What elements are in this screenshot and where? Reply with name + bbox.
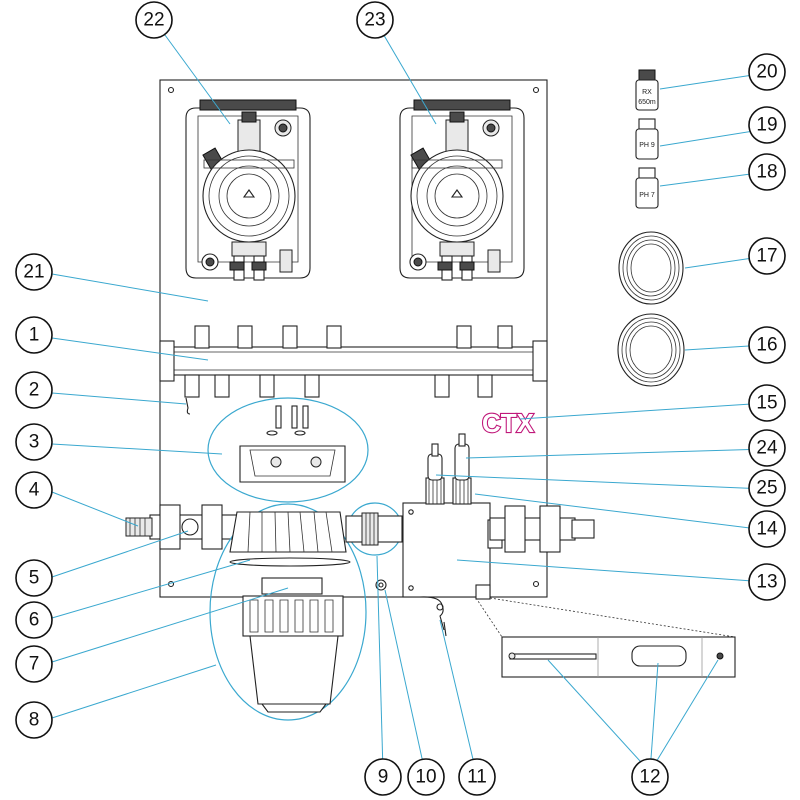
svg-text:20: 20: [756, 62, 777, 83]
bottle-label-ph7: PH 7: [639, 192, 655, 199]
bottle-label-ph9: PH 9: [639, 142, 655, 149]
callout-8: 8: [15, 701, 53, 739]
pipe-union: [345, 502, 403, 556]
bottle-label-rx-value: 650m: [638, 99, 656, 106]
svg-text:14: 14: [756, 519, 778, 540]
outlet-valve-assembly: [489, 505, 595, 553]
svg-text:17: 17: [756, 246, 777, 267]
buffer-bottle-ph7: PH 7: [635, 167, 659, 209]
svg-text:4: 4: [29, 480, 40, 501]
tubing-coil-17: [618, 231, 684, 305]
svg-text:8: 8: [29, 710, 40, 731]
callout-23: 23: [356, 1, 394, 39]
callout-5: 5: [15, 559, 53, 597]
svg-text:24: 24: [756, 438, 778, 459]
svg-text:18: 18: [756, 162, 777, 183]
svg-text:6: 6: [29, 610, 40, 631]
leader-lines: [51, 19, 767, 773]
callout-14: 14: [748, 510, 786, 548]
svg-text:25: 25: [756, 478, 777, 499]
callout-18: 18: [748, 153, 786, 191]
accessory-strip: [475, 597, 736, 678]
callout-15: 15: [748, 384, 786, 422]
bracket-detail: [207, 397, 369, 503]
dosing-pump-right: [399, 99, 525, 281]
ground-cable: [419, 596, 447, 637]
inlet-valve-assembly: [125, 504, 239, 550]
callout-11: 11: [458, 758, 496, 796]
callout-4: 4: [15, 471, 53, 509]
callout-3: 3: [15, 423, 53, 461]
callout-10: 10: [407, 758, 445, 796]
svg-text:12: 12: [639, 767, 660, 788]
svg-text:11: 11: [467, 767, 487, 788]
svg-text:21: 21: [23, 262, 44, 283]
svg-text:5: 5: [29, 568, 40, 589]
grommet: [375, 579, 387, 591]
callout-25: 25: [748, 469, 786, 507]
dosing-pump-left: [185, 99, 311, 281]
probe-housing: [402, 502, 503, 600]
callout-2: 2: [15, 371, 53, 409]
callout-12: 12: [631, 758, 669, 796]
callout-6: 6: [15, 601, 53, 639]
filter-assembly: [209, 503, 367, 721]
callout-9: 9: [364, 758, 402, 796]
callout-1: 1: [15, 316, 53, 354]
svg-text:9: 9: [378, 767, 389, 788]
callout-21: 21: [15, 253, 53, 291]
svg-text:22: 22: [143, 10, 164, 31]
svg-text:15: 15: [756, 393, 777, 414]
svg-text:10: 10: [415, 767, 436, 788]
svg-text:3: 3: [29, 432, 40, 453]
svg-text:1: 1: [29, 325, 40, 346]
svg-text:7: 7: [29, 654, 40, 675]
callout-24: 24: [748, 429, 786, 467]
buffer-bottle-ph9: PH 9: [635, 118, 659, 160]
svg-text:2: 2: [29, 380, 40, 401]
svg-text:23: 23: [364, 10, 385, 31]
callout-17: 17: [748, 237, 786, 275]
ctx-logo: CTX: [482, 408, 535, 438]
probe-holders: [425, 433, 472, 505]
callout-22: 22: [135, 1, 173, 39]
tubing-coil-16: [617, 313, 685, 387]
callout-13: 13: [748, 563, 786, 601]
cable-clip: [185, 397, 191, 415]
svg-text:13: 13: [756, 572, 777, 593]
bottle-label-rx: RX: [642, 89, 652, 96]
callout-7: 7: [15, 645, 53, 683]
callout-19: 19: [748, 106, 786, 144]
callout-16: 16: [748, 326, 786, 364]
manifold-bar: [159, 325, 548, 398]
svg-text:16: 16: [756, 335, 777, 356]
buffer-bottle-rx: RX 650m: [635, 69, 659, 111]
svg-text:19: 19: [756, 115, 777, 136]
callout-20: 20: [748, 53, 786, 91]
